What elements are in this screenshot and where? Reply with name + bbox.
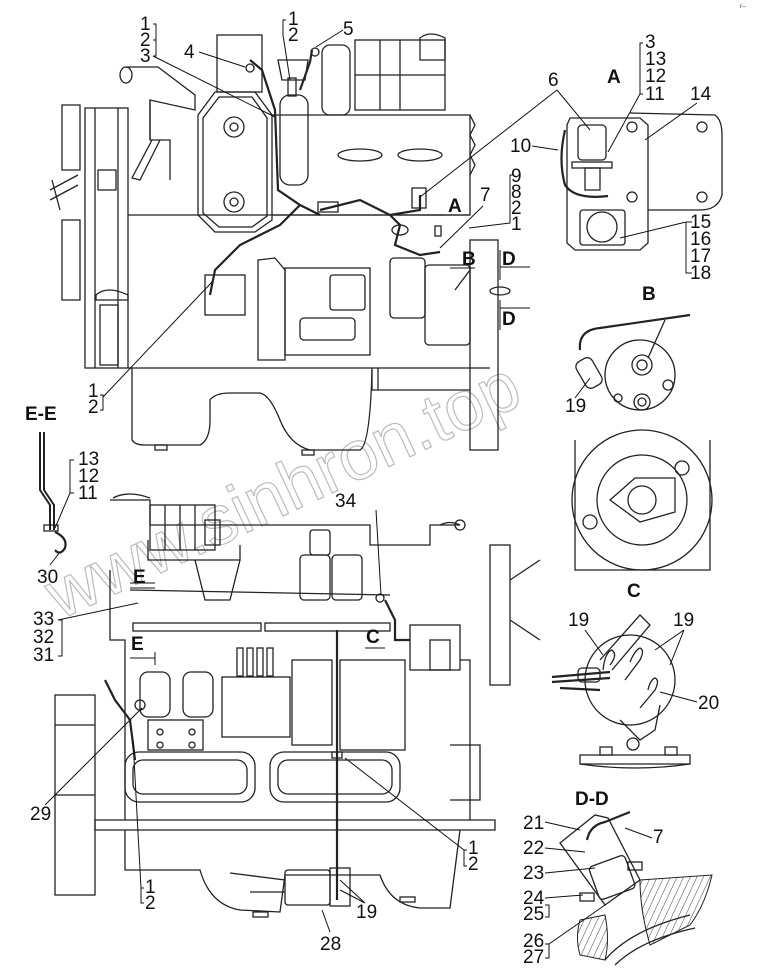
callout-30: 30	[37, 567, 58, 588]
callout-8: 8	[511, 182, 522, 203]
callout-24: 24	[523, 888, 545, 909]
callout-12-ee: 12	[78, 466, 99, 487]
view-c-title: C	[627, 581, 641, 602]
callout-18: 18	[690, 263, 711, 284]
section-dd-detail: D-D 21 22 23 7 24 25 26 27	[523, 789, 713, 968]
view-b-detail: B 19	[565, 284, 713, 571]
callout-3-top-left: 3	[140, 46, 151, 67]
view-a-title: A	[607, 67, 621, 88]
section-ee-title: E-E	[25, 404, 57, 425]
callout-17: 17	[690, 246, 711, 267]
callout-16: 16	[690, 229, 711, 250]
callout-29: 29	[30, 804, 51, 825]
section-arrow-a: A	[448, 196, 462, 217]
callout-1-lower-right: 1	[468, 838, 479, 859]
callout-14: 14	[690, 84, 712, 105]
starter-motor	[204, 257, 471, 361]
callout-11-view-a: 11	[645, 84, 665, 105]
callout-27: 27	[523, 947, 544, 968]
section-arrow-d-bottom: D	[502, 309, 516, 330]
callout-33: 33	[33, 609, 54, 630]
callout-1-top-center: 1	[288, 9, 299, 30]
callout-9: 9	[511, 166, 522, 187]
section-arrow-e-bottom: E	[131, 634, 144, 655]
callout-2-left-mid: 2	[88, 397, 99, 418]
callout-2-top-left: 2	[140, 30, 151, 51]
callout-1-top-left: 1	[140, 14, 151, 35]
callout-12-view-a: 12	[645, 66, 666, 87]
callout-1-lower-left: 1	[145, 877, 156, 898]
top-engine-view	[49, 33, 511, 456]
section-dd-title: D-D	[575, 789, 609, 810]
callout-19-view-b: 19	[565, 396, 586, 417]
callout-2-lower-left: 2	[145, 893, 156, 914]
callout-23: 23	[523, 863, 544, 884]
callout-2: 2	[511, 198, 522, 219]
section-arrow-b: B	[462, 249, 476, 270]
callout-7: 7	[480, 185, 491, 206]
callout-28: 28	[320, 934, 341, 955]
callout-6: 6	[548, 70, 559, 91]
bottom-view-callouts: 34 33 32 31 E E C 29 1 2 1 2 19 28	[30, 491, 479, 955]
callout-25: 25	[523, 904, 544, 925]
callout-19-view-c-left: 19	[568, 610, 589, 631]
view-b-title: B	[642, 284, 656, 305]
callout-11-ee: 11	[78, 483, 98, 504]
callout-34: 34	[335, 491, 357, 512]
callout-5: 5	[343, 19, 354, 40]
callout-2-top-center: 2	[288, 25, 299, 46]
fan-assembly	[49, 104, 129, 369]
callout-10: 10	[510, 136, 531, 157]
top-view-callouts: 1 2 3 1 2 4 5 6 7 9 8 2 1 A B D D 1 2	[88, 9, 591, 418]
watermark: www.sinhron.top	[32, 346, 531, 634]
callout-1-left-mid: 1	[88, 381, 99, 402]
callout-31: 31	[33, 645, 54, 666]
section-arrow-d-top: D	[502, 249, 516, 270]
callout-7-dd: 7	[653, 827, 664, 848]
callout-32: 32	[33, 627, 54, 648]
callout-19-lower: 19	[356, 902, 377, 923]
callout-13-view-a: 13	[645, 49, 666, 70]
callout-13-ee: 13	[78, 449, 99, 470]
section-ee-detail: E-E 13 12 11 30	[25, 404, 99, 588]
callout-20: 20	[698, 693, 719, 714]
callout-19-view-c-right: 19	[673, 610, 694, 631]
view-a-detail: A 3 13 12 11 10 14 15 16 17 18	[510, 32, 723, 284]
corner-mark: r--	[740, 4, 746, 10]
callout-4: 4	[184, 42, 195, 63]
bottom-engine-view	[54, 493, 541, 918]
callout-2-lower-right: 2	[468, 854, 479, 875]
callout-22: 22	[523, 838, 544, 859]
section-arrow-c: C	[366, 627, 380, 648]
view-c-detail: C 19 19 20	[551, 581, 719, 769]
callout-21: 21	[523, 813, 544, 834]
callout-26: 26	[523, 931, 544, 952]
callout-1: 1	[511, 214, 522, 235]
callout-3-view-a: 3	[645, 32, 656, 53]
callout-15: 15	[690, 212, 711, 233]
section-arrow-e-top: E	[133, 567, 146, 588]
